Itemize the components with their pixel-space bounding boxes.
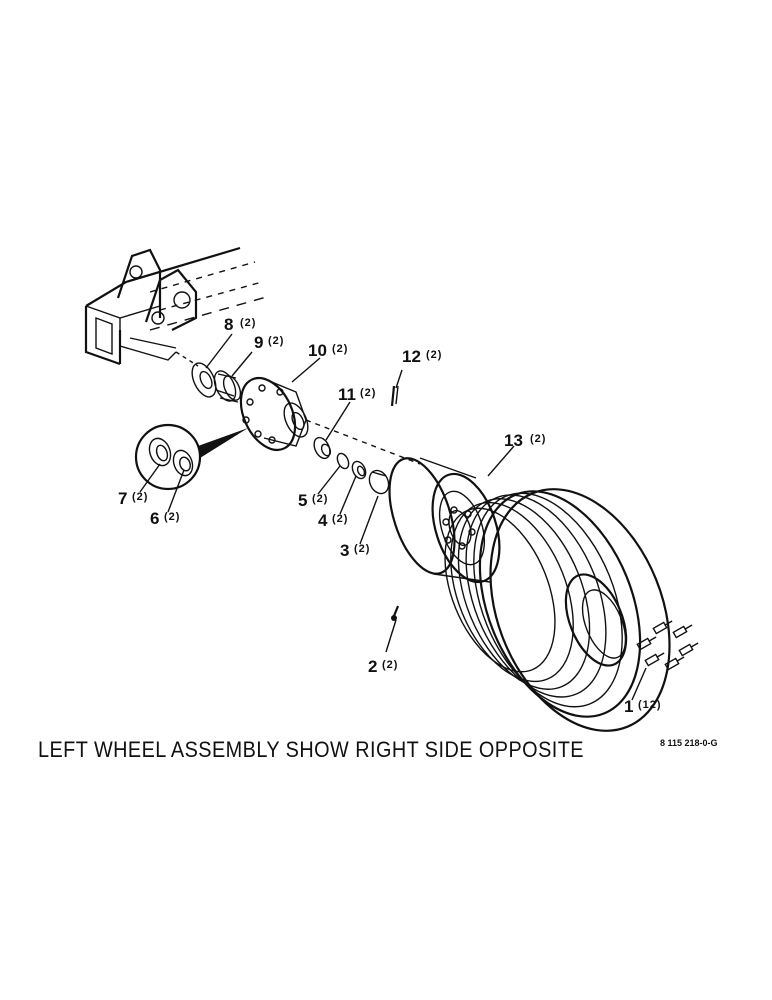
callout-number: 13: [504, 431, 523, 450]
callout-13: 13 (2): [504, 431, 546, 450]
hub-part-10: [239, 376, 421, 465]
callout-number: 2: [368, 657, 377, 676]
callout-number: 9: [254, 333, 263, 352]
drawing-code: 8 115 218-0-G: [660, 738, 718, 748]
callout-3: 3 (2): [340, 541, 370, 560]
callout-qty: (2): [268, 335, 284, 347]
figure-caption: LEFT WHEEL ASSEMBLY SHOW RIGHT SIDE OPPO…: [38, 737, 584, 762]
callout-7: 7 (2): [118, 489, 148, 508]
callout-10: 10 (2): [308, 341, 348, 360]
callout-qty: (2): [354, 543, 370, 555]
callout-4: 4 (2): [318, 511, 348, 530]
callout-5: 5 (2): [298, 491, 328, 510]
bearing-part-9: [213, 370, 242, 403]
callout-12: 12 (2): [402, 347, 442, 366]
cotter-pin-part-12: [390, 385, 399, 407]
axle-frame: [84, 246, 271, 367]
callout-qty: (12): [638, 699, 662, 711]
callout-2: 2 (2): [368, 657, 398, 676]
callout-8: 8 (2): [224, 315, 256, 334]
callout-6: 6 (2): [150, 509, 180, 528]
callout-number: 10: [308, 341, 327, 360]
callout-qty: (2): [132, 491, 148, 503]
callout-qty: (2): [240, 317, 256, 329]
callout-11: 11 (2): [338, 385, 376, 404]
callout-qty: (2): [164, 511, 180, 523]
callout-number: 7: [118, 489, 127, 508]
callout-1: 1 (12): [624, 697, 662, 716]
callout-qty: (2): [312, 493, 328, 505]
callout-number: 6: [150, 509, 159, 528]
nut-part-4: [351, 460, 367, 480]
dust-cap-part-3: [368, 469, 390, 495]
seal-part-8: [191, 362, 217, 398]
tire: [444, 488, 671, 732]
bearing-cups-detail: [134, 423, 248, 491]
bearing-part-11: [313, 436, 332, 460]
washer-part-5: [336, 452, 350, 470]
callout-number: 4: [318, 511, 328, 530]
callout-qty: (2): [332, 343, 348, 355]
callout-qty: (2): [332, 513, 348, 525]
leader-lines: [139, 333, 647, 701]
callout-number: 1: [624, 697, 633, 716]
callout-number: 12: [402, 347, 421, 366]
callout-number: 8: [224, 315, 233, 334]
callout-number: 3: [340, 541, 349, 560]
callout-number: 5: [298, 491, 307, 510]
valve-stem-part-2: [391, 605, 400, 621]
callout-qty: (2): [530, 433, 546, 445]
callout-number: 11: [338, 385, 356, 404]
callout-9: 9 (2): [254, 333, 284, 352]
callout-qty: (2): [382, 659, 398, 671]
lug-bolts-part-1: [636, 620, 699, 671]
callout-qty: (2): [360, 387, 376, 399]
callout-qty: (2): [426, 349, 442, 361]
